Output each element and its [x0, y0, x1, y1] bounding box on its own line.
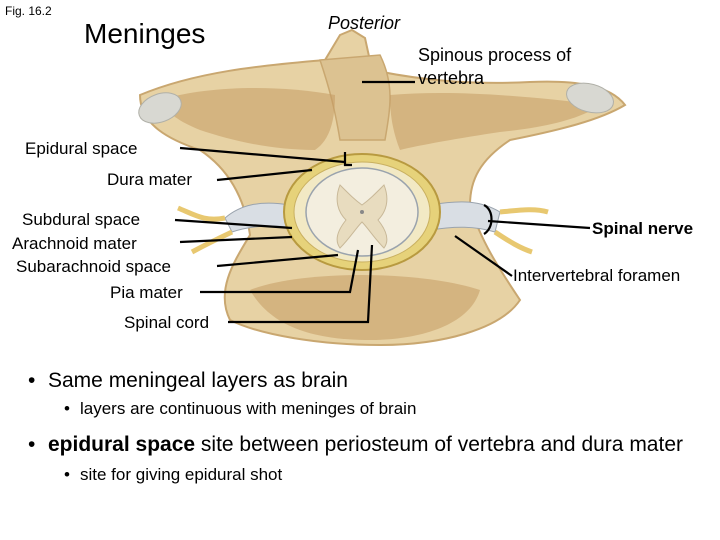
page-title: Meninges	[84, 18, 206, 49]
bullet-bold-term: epidural space	[48, 433, 196, 456]
label-epidural-space: Epidural space	[25, 139, 138, 158]
label-subarachnoid-space: Subarachnoid space	[16, 257, 172, 276]
bullet-text: site between periosteum of vertebra and …	[195, 433, 683, 456]
spinal-cord-meninges	[283, 153, 441, 271]
sub-bullet-item: site for giving epidural shot	[28, 464, 708, 486]
label-intervertebral-foramen: Intervertebral foramen	[513, 266, 681, 285]
label-spinal-nerve: Spinal nerve	[592, 219, 694, 238]
bullet-item-epidural: epidural space site between periosteum o…	[28, 432, 708, 458]
label-arachnoid-mater: Arachnoid mater	[12, 234, 137, 253]
figure-label: Fig. 16.2	[5, 4, 52, 18]
orientation-label: Posterior	[328, 13, 401, 33]
label-spinal-cord: Spinal cord	[124, 313, 210, 332]
label-spinous-process: Spinous process of vertebra	[418, 45, 572, 88]
bullet-item: Same meningeal layers as brain	[28, 368, 708, 394]
label-pia-mater: Pia mater	[110, 283, 183, 302]
bullet-list: Same meningeal layers as brain layers ar…	[28, 368, 708, 486]
sub-bullet-item: layers are continuous with meninges of b…	[28, 398, 708, 420]
label-subdural-space: Subdural space	[22, 210, 141, 229]
leader-lines	[174, 80, 591, 324]
label-dura-mater: Dura mater	[107, 170, 193, 189]
